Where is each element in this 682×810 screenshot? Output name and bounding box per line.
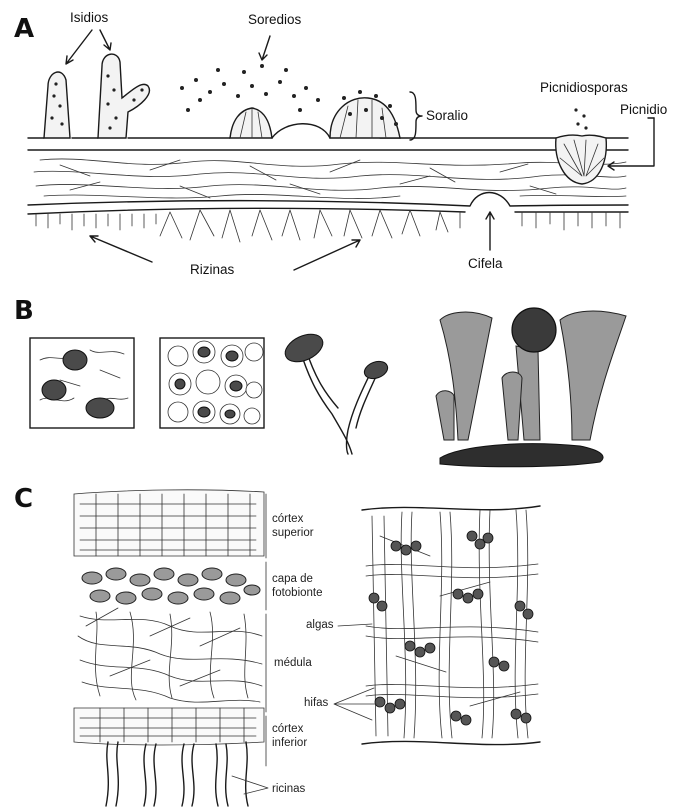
soralia bbox=[180, 64, 400, 138]
rhizines bbox=[36, 210, 620, 242]
panel-a-thallus-cross-section: A bbox=[0, 0, 682, 290]
label-cortex-superior: córtex superior bbox=[272, 512, 314, 540]
panel-c-drawings bbox=[0, 476, 682, 810]
label-soralio: Soralio bbox=[426, 108, 468, 123]
panel-b-reproductive-structures: B bbox=[0, 290, 682, 476]
stalked-apothecia bbox=[281, 329, 390, 454]
panel-b-drawings bbox=[0, 290, 682, 476]
soredia-surface-box bbox=[30, 338, 134, 428]
label-soredios: Soredios bbox=[248, 12, 301, 27]
isidia bbox=[44, 54, 149, 138]
label-cortex-inferior: córtex inferior bbox=[272, 722, 307, 750]
label-ricinas: ricinas bbox=[272, 782, 305, 796]
label-algas: algas bbox=[306, 618, 334, 632]
label-medula: médula bbox=[274, 656, 312, 670]
label-hifas: hifas bbox=[304, 696, 328, 710]
label-rizinas: Rizinas bbox=[190, 262, 234, 277]
isidia-cells-box bbox=[160, 338, 264, 428]
cladonia-podetia bbox=[436, 308, 626, 467]
label-capa-fotobionte: capa de fotobionte bbox=[272, 572, 323, 600]
pycnidium bbox=[556, 108, 607, 184]
label-picnidio: Picnidio bbox=[620, 102, 667, 117]
hyphae-algae-detail bbox=[362, 506, 540, 745]
label-picnidiosporas: Picnidiosporas bbox=[540, 80, 628, 95]
thallus-section-drawing bbox=[0, 0, 682, 290]
panel-c-anatomy-section: C bbox=[0, 476, 682, 810]
medulla-hyphae bbox=[34, 159, 626, 199]
stratified-thallus-section bbox=[74, 490, 266, 806]
label-cifela: Cifela bbox=[468, 256, 503, 271]
label-isidios: Isidios bbox=[70, 10, 108, 25]
